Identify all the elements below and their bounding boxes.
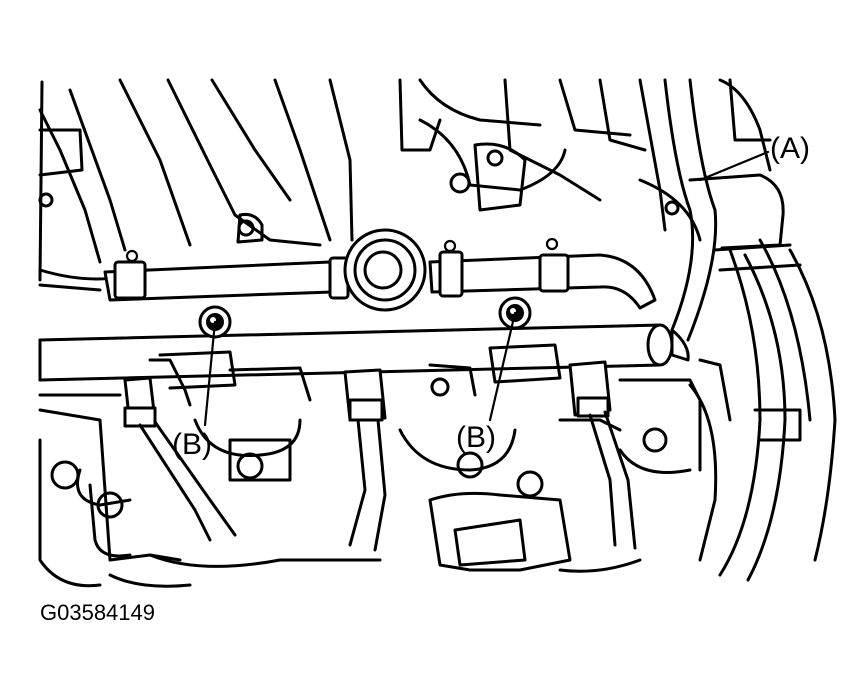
flywheel-housing xyxy=(638,178,837,582)
fuel-injectors xyxy=(123,360,612,428)
callout-b-right: (B) xyxy=(456,421,496,454)
rail-brackets xyxy=(148,343,562,407)
upper-fuel-pipe xyxy=(103,237,657,310)
callout-b-left: (B) xyxy=(172,428,212,461)
fuel-rail xyxy=(38,323,674,382)
figure-code: G03584149 xyxy=(40,600,155,625)
wire-harness xyxy=(138,410,637,552)
hose-a xyxy=(663,78,718,362)
cylinder-head-outline xyxy=(38,378,702,588)
callout-a: (A) xyxy=(770,132,810,165)
leader-lines xyxy=(203,150,770,427)
pulsation-damper xyxy=(343,228,427,312)
